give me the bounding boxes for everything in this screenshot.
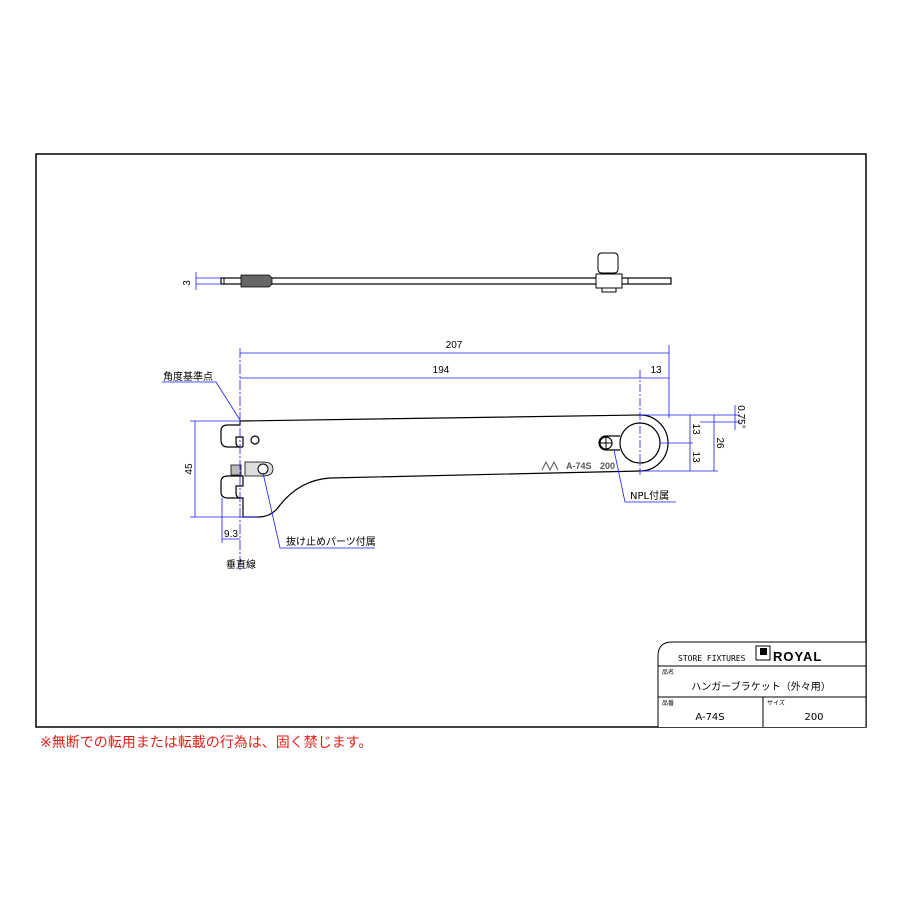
dim-height: 45 — [184, 463, 195, 475]
dim-hook-offset: 9.3 — [224, 529, 238, 540]
top-view: 3 — [182, 252, 672, 293]
name-label: 品名 — [662, 668, 674, 676]
part-no-label: 品番 — [662, 700, 674, 707]
side-view-bracket: A-74S 200 — [220, 414, 669, 518]
dim-length-to-center: 194 — [433, 365, 450, 376]
label-angle-reference: 角度基準点 — [163, 370, 213, 383]
label-vertical-line: 垂直線 — [226, 558, 256, 571]
dim-overall-length: 207 — [446, 340, 463, 351]
dim-thickness: 3 — [182, 280, 193, 286]
stopper-part — [230, 464, 242, 476]
engraved-model: A-74S — [566, 461, 592, 471]
size-value: 200 — [804, 712, 823, 723]
dim-center-to-end: 13 — [650, 365, 662, 376]
logo-text: ROYAL — [773, 649, 822, 664]
logo-mark-icon — [541, 460, 559, 472]
dim-pipe-top: 13 — [690, 423, 701, 435]
part-no-value: A-74S — [695, 712, 724, 723]
dim-pipe-bottom: 13 — [690, 451, 701, 463]
label-npl: NPL付属 — [630, 489, 669, 502]
product-name: ハンガーブラケット（外々用） — [691, 680, 830, 693]
dim-pipe-total: 26 — [714, 437, 725, 449]
npl-part — [598, 435, 620, 451]
engraved-size: 200 — [600, 461, 615, 471]
drawing-frame — [35, 153, 867, 728]
company-label: STORE FIXTURES — [678, 654, 746, 663]
title-block: STORE FIXTURES ROYAL 品名 ハンガーブラケット（外々用） 品… — [657, 641, 867, 727]
dimensions: 207 194 13 45 9.3 13 13 26 0.75° — [184, 340, 746, 570]
size-label: サイズ — [767, 699, 785, 707]
copyright-notice: ※無断での転用または転載の行為は、固く禁じます。 — [40, 735, 373, 751]
callouts: 角度基準点 垂直線 抜け止めパーツ付属 NPL付属 — [162, 370, 676, 571]
dim-angle: 0.75° — [735, 405, 746, 428]
label-stopper-part: 抜け止めパーツ付属 — [286, 535, 376, 548]
